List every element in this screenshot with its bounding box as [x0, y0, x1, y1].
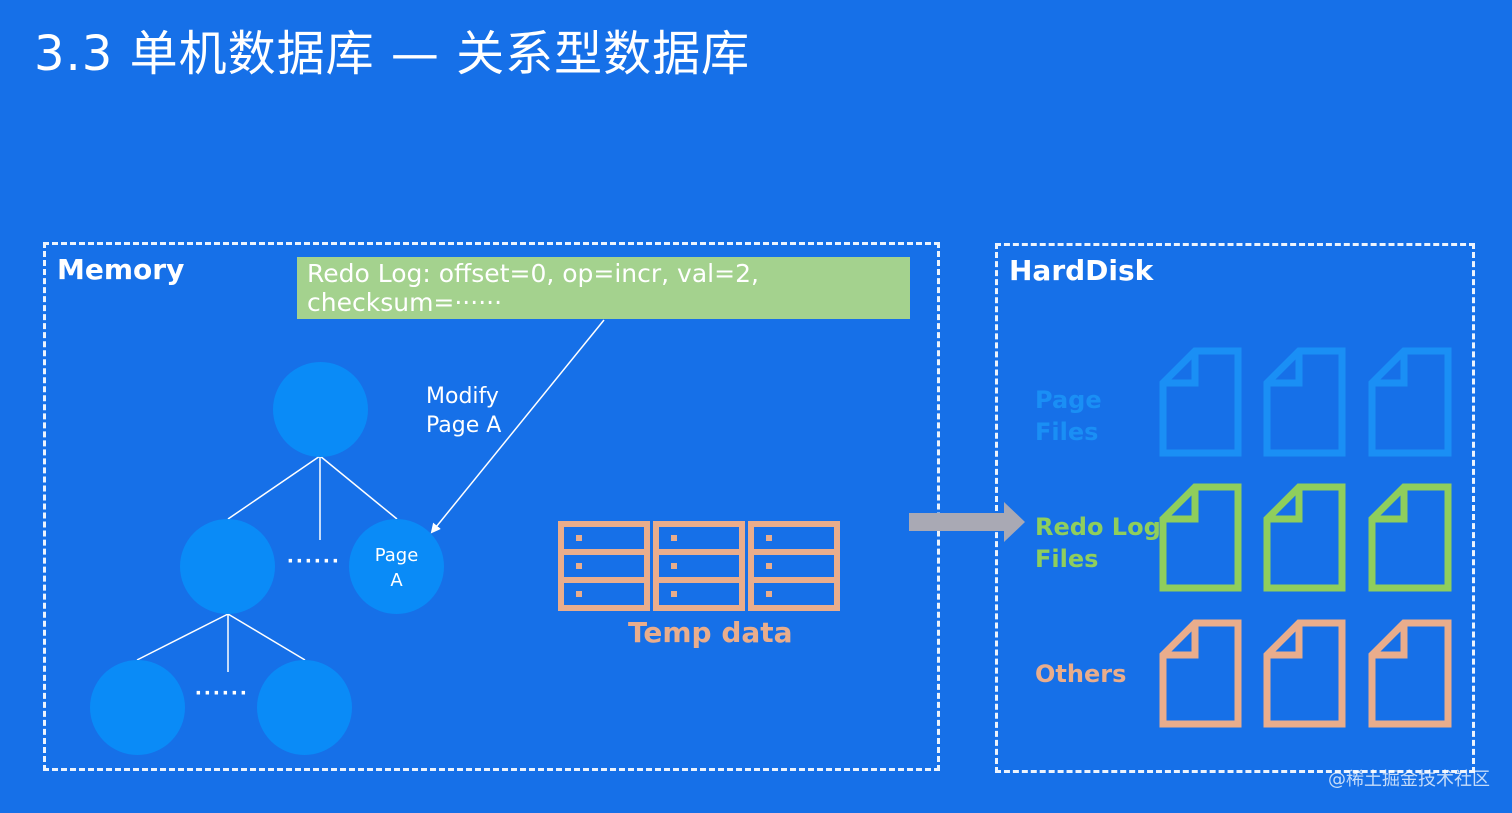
tree-edge — [227, 455, 321, 520]
temp-data-label: Temp data — [628, 616, 793, 649]
others-files-icons — [1159, 619, 1452, 728]
redo-log-entry: Redo Log: offset=0, op=incr, val=2, chec… — [297, 257, 910, 319]
redo-log-files-label: Redo Log Files — [1035, 511, 1161, 575]
modify-label: Modify Page A — [426, 382, 501, 440]
harddisk-panel — [995, 243, 1475, 773]
page-a-line2: A — [390, 570, 403, 591]
tree-edge — [227, 613, 306, 661]
sibling-ellipsis-upper: ······ — [287, 548, 341, 575]
page-title: 3.3 单机数据库 — 关系型数据库 — [34, 26, 751, 82]
redo-log-files-line2: Files — [1035, 545, 1099, 573]
tree-edge — [319, 455, 398, 520]
page-files-line1: Page — [1035, 386, 1102, 414]
modify-line2: Page A — [426, 413, 502, 438]
temp-data-icon — [558, 521, 840, 611]
redo-log-text: Redo Log: offset=0, op=incr, val=2, chec… — [307, 259, 759, 317]
file-icon — [1263, 483, 1346, 592]
flush-arrow — [909, 502, 1025, 542]
sibling-ellipsis-lower: ······ — [195, 680, 249, 707]
tree-node — [180, 519, 275, 614]
tree-edges — [136, 455, 398, 672]
file-icon — [1159, 347, 1242, 457]
file-icon — [1159, 619, 1242, 728]
memory-panel — [43, 242, 940, 771]
file-icon — [1263, 619, 1346, 728]
tree-leaf-node — [257, 660, 352, 755]
file-icon — [1368, 347, 1452, 457]
server-stack-icon — [558, 521, 650, 611]
tree-root-node — [273, 362, 368, 457]
file-icon — [1368, 483, 1452, 592]
harddisk-label: HardDisk — [1009, 254, 1154, 287]
file-icon — [1159, 483, 1242, 592]
others-files-line1: Others — [1035, 660, 1127, 688]
tree-node-page-a — [349, 519, 444, 614]
watermark: @稀土掘金技术社区 — [1328, 769, 1490, 790]
page-files-icons — [1159, 347, 1452, 457]
modify-arrow — [430, 319, 605, 534]
tree-edge — [136, 613, 229, 661]
server-stack-icon — [653, 521, 745, 611]
file-icon — [1263, 347, 1346, 457]
memory-label: Memory — [57, 253, 185, 286]
tree-leaf-node — [90, 660, 185, 755]
redo-log-files-line1: Redo Log — [1035, 513, 1161, 541]
file-icon — [1368, 619, 1452, 728]
page-a-label: Page A — [349, 543, 444, 593]
page-files-label: Page Files — [1035, 384, 1102, 448]
others-files-label: Others — [1035, 658, 1126, 690]
page-files-line2: Files — [1035, 418, 1099, 446]
redo-log-files-icons — [1159, 483, 1452, 592]
modify-line1: Modify — [426, 384, 499, 409]
server-stack-icon — [748, 521, 840, 611]
page-a-line1: Page — [374, 545, 419, 566]
